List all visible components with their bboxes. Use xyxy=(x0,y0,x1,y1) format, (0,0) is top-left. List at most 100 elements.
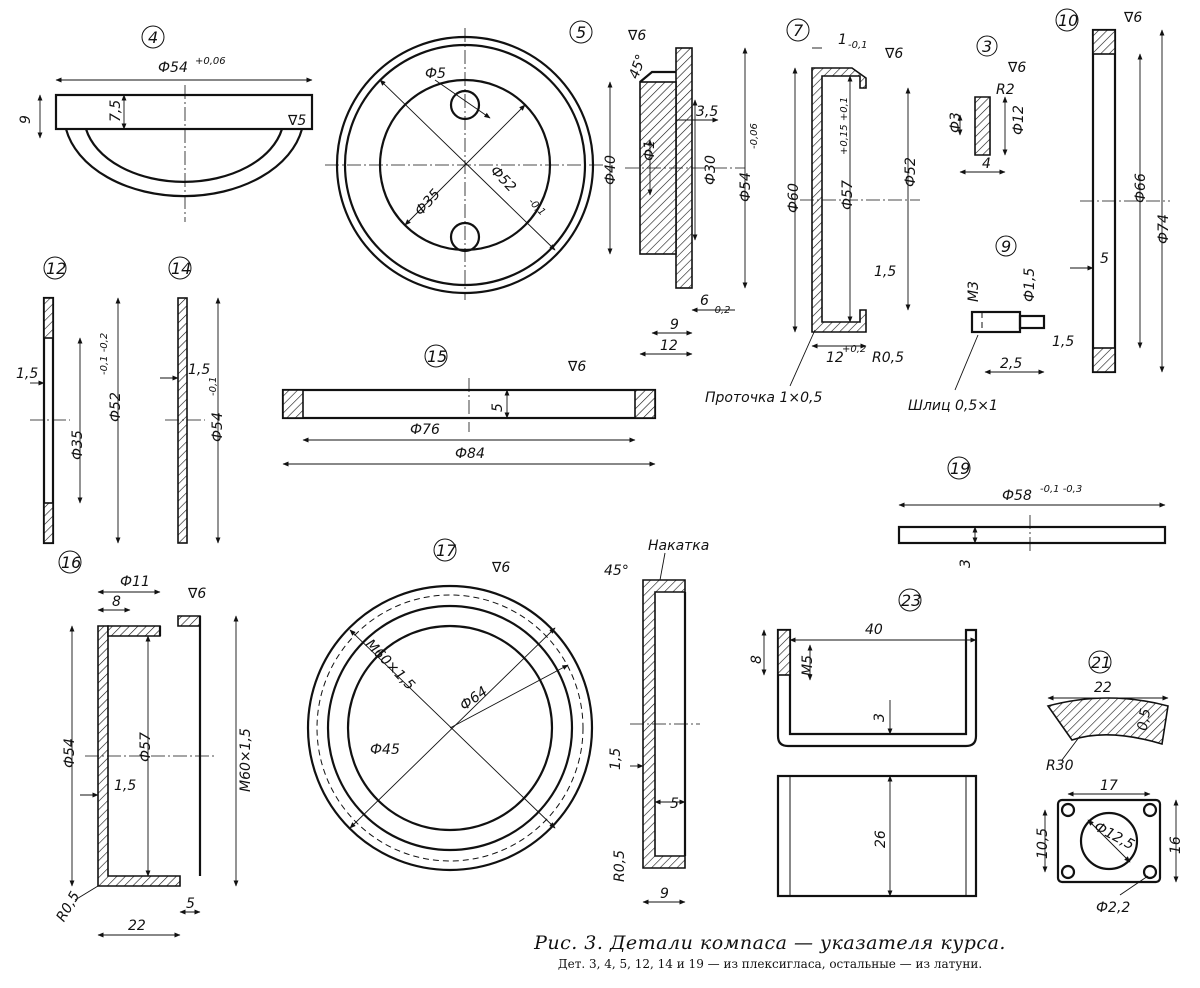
part-9-d15: Ф1,5 xyxy=(1022,268,1038,302)
part-5-d40: Ф40 xyxy=(603,155,619,185)
part-5-holes: Ф5 xyxy=(425,66,446,82)
part-10-d66: Ф66 xyxy=(1133,173,1149,203)
part-16-d54: Ф54 xyxy=(62,738,78,768)
part-5-number: 5 xyxy=(576,23,586,42)
part-7-number-circle xyxy=(786,18,810,42)
part-14-t15: 1,5 xyxy=(188,362,210,378)
part-21-hole-tr xyxy=(1142,802,1158,818)
part-4: 4 Ф54 +0,06 9 7,5 ∇5 xyxy=(18,25,314,222)
part-17-t15: 1,5 xyxy=(608,748,624,770)
part-19: 19 Ф58 -0,1 -0,3 3 xyxy=(897,456,1167,568)
part-21-w17: 17 xyxy=(1100,778,1118,794)
part-12-t15: 1,5 xyxy=(16,366,38,382)
part-21-r30: R30 xyxy=(1046,758,1074,774)
part-21-r30-leader xyxy=(1061,735,1081,761)
part-7-d57-tol: +0,15 +0,1 xyxy=(839,97,850,155)
part-10-w5: 5 xyxy=(1100,251,1109,267)
part-5-w12: 12 xyxy=(660,338,678,354)
part-12-number-circle xyxy=(43,256,67,280)
part-17-angle: 45° xyxy=(604,563,629,579)
part-3-finish: ∇6 xyxy=(1007,60,1026,76)
part-21-t05: 0,5 xyxy=(1135,707,1155,732)
part-21-plate-plan xyxy=(1056,798,1162,884)
part-15-number-circle xyxy=(424,344,448,368)
part-17-number: 17 xyxy=(436,541,457,560)
part-21-hole-br xyxy=(1142,864,1158,880)
part-16-number-circle xyxy=(58,550,82,574)
part-21-hole-bl xyxy=(1060,864,1076,880)
part-10-finish: ∇6 xyxy=(1123,10,1142,26)
part-4-dome-outer xyxy=(64,128,304,198)
part-5-dim-d52 xyxy=(379,79,556,251)
part-23-t3: 3 xyxy=(872,713,888,722)
part-23-m5: М5 xyxy=(800,655,816,676)
part-15: 15 ∇6 5 Ф76 Ф84 xyxy=(281,344,657,467)
part-9-screw xyxy=(970,310,1022,334)
part-5-w6-tol: -0,2 xyxy=(711,305,731,316)
part-17-w9: 9 xyxy=(660,886,669,902)
part-17-r05: R0,5 xyxy=(612,850,628,882)
part-16-thread-top xyxy=(177,615,201,627)
part-21-w22: 22 xyxy=(1094,680,1112,696)
part-17-wall xyxy=(642,579,686,869)
part-5-d54-tol: -0,06 xyxy=(749,123,760,149)
part-5-w9: 9 xyxy=(670,317,679,333)
part-4-number: 4 xyxy=(148,28,158,47)
part-17-d45: Ф45 xyxy=(370,742,400,758)
part-23-number-circle xyxy=(898,588,922,612)
part-9-number: 9 xyxy=(1001,237,1011,256)
part-23-h26: 26 xyxy=(873,830,889,848)
part-7-number: 7 xyxy=(793,21,804,40)
part-23-number: 23 xyxy=(901,591,921,610)
caption-title: Рис. 3. Детали компаса — указателя курса… xyxy=(534,932,1006,954)
part-21-center-hole xyxy=(1079,811,1139,871)
part-7-d52: Ф52 xyxy=(903,157,919,187)
part-10-number: 10 xyxy=(1058,11,1078,30)
part-21-dim-d125 xyxy=(1087,819,1131,863)
part-16: 16 ∇6 Ф11 8 Ф54 Ф57 М60×1,5 1,5 R0,5 22 … xyxy=(54,550,254,938)
part-17-finish: ∇6 xyxy=(491,560,510,576)
figure-caption: Рис. 3. Детали компаса — указателя курса… xyxy=(480,932,1060,971)
part-9-w15: 1,5 xyxy=(1052,334,1074,350)
part-9-slot-leader xyxy=(954,334,979,391)
part-9-slot: Шлиц 0,5×1 xyxy=(908,398,998,414)
part-7-d57: Ф57 xyxy=(840,180,856,210)
part-16-d57: Ф57 xyxy=(138,732,154,762)
part-7-d60: Ф60 xyxy=(786,183,802,213)
part-4-number-circle xyxy=(141,25,165,49)
part-15-number: 15 xyxy=(427,347,447,366)
part-17-knurl-leader xyxy=(659,552,666,581)
part-16-w8: 8 xyxy=(112,594,121,610)
part-17-w5: 5 xyxy=(670,796,679,812)
part-15-h5: 5 xyxy=(490,403,506,412)
part-9-thread: М3 xyxy=(966,281,982,302)
part-16-top-lip xyxy=(107,625,161,637)
part-12-d52-tol: -0,1 -0,2 xyxy=(99,333,110,375)
part-15-hatch-left xyxy=(282,389,304,419)
part-12: 12 1,5 Ф35 Ф52 -0,1 -0,2 xyxy=(16,256,124,545)
part-7-groove: Проточка 1×0,5 xyxy=(705,390,822,406)
part-4-tolerance: +0,06 xyxy=(195,56,226,67)
part-21-d22-leader xyxy=(1119,875,1149,896)
part-16-m60: М60×1,5 xyxy=(238,728,254,792)
part-15-hatch-right xyxy=(634,389,656,419)
part-5-dim-holes xyxy=(434,79,491,119)
part-19-h3: 3 xyxy=(958,559,974,568)
part-4-dome-inner xyxy=(84,128,284,183)
part-14-number-circle xyxy=(168,256,192,280)
part-3-r2: R2 xyxy=(996,82,1015,98)
part-16-d11: Ф11 xyxy=(120,574,150,590)
part-23: 23 40 8 М5 3 26 xyxy=(749,588,978,898)
part-5-w35: 3,5 xyxy=(696,104,718,120)
part-7-t1: 1 xyxy=(838,32,847,48)
part-21-h16: 16 xyxy=(1168,836,1184,854)
part-7: 7 ∇6 Ф60 Ф57 +0,15 +0,1 Ф52 1 -0,1 1,5 1… xyxy=(705,18,920,406)
part-15-d84: Ф84 xyxy=(455,446,485,462)
part-5-d52-tol: -0,1 xyxy=(526,196,547,218)
part-4-h2: 7,5 xyxy=(108,100,124,122)
part-12-d35: Ф35 xyxy=(70,430,86,460)
part-7-groove-leader xyxy=(789,329,816,387)
part-4-h1: 9 xyxy=(18,115,34,124)
part-14-d54-tol: -0,1 xyxy=(208,376,219,396)
part-23-front-view xyxy=(776,774,978,898)
